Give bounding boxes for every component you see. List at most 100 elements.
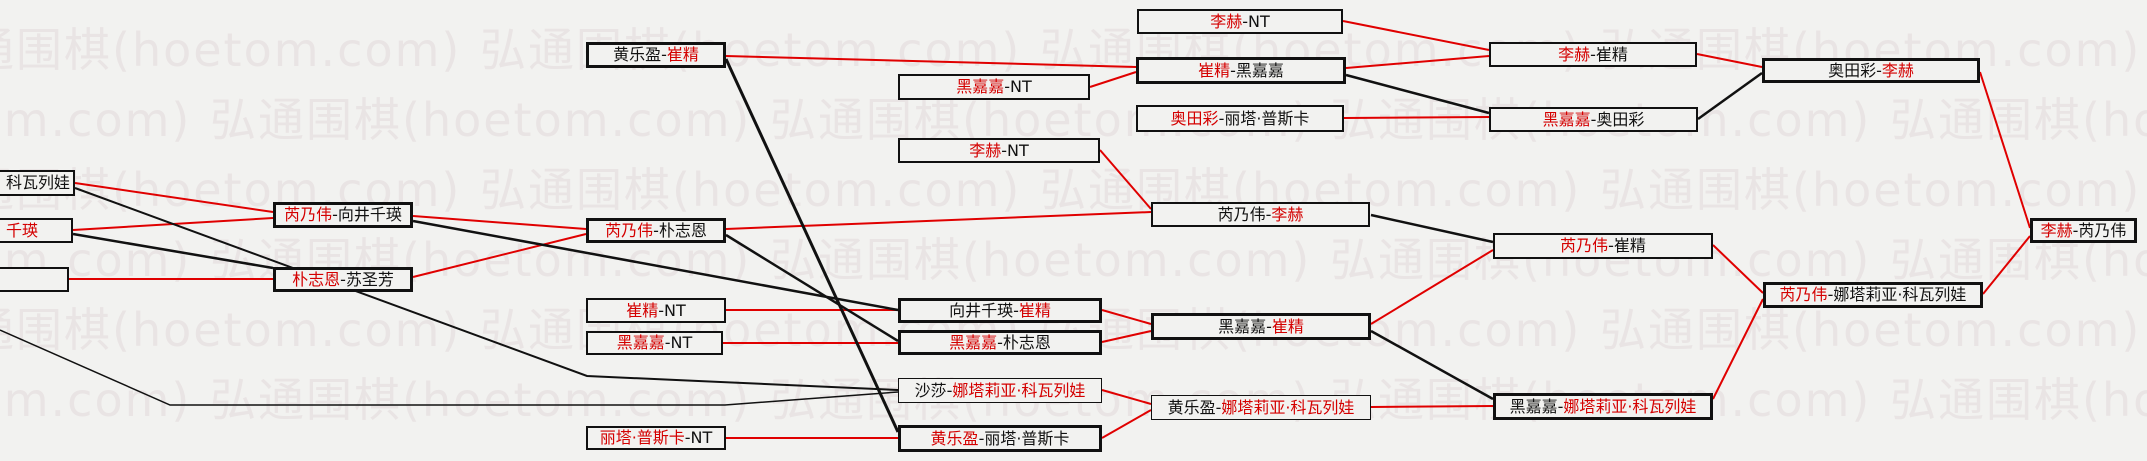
match-box-c2: 芮乃伟-朴志恩 <box>586 218 726 243</box>
winner-path-line <box>1982 235 2031 295</box>
match-box-d1: 向井千瑛-崔精 <box>898 298 1102 323</box>
match-box-d4: 黄乐盈-丽塔·普斯卡 <box>898 425 1102 452</box>
player-name-loser: -丽塔·普斯卡 <box>1218 108 1310 128</box>
player-name-loser: -黑嘉嘉 <box>1230 60 1284 80</box>
match-box-c5: 丽塔·普斯卡-NT <box>586 426 726 450</box>
player-name-winner: 芮乃伟 <box>1560 236 1609 255</box>
match-box-f1: 李赫-崔精 <box>1489 42 1697 67</box>
loser-path-line <box>74 187 899 391</box>
winner-path-line <box>725 55 1137 68</box>
player-name-loser: -NT <box>664 333 693 352</box>
player-name-winner: 朴志恩 <box>292 269 341 289</box>
match-box-g1: 奥田彩-李赫 <box>1762 58 1980 83</box>
player-name-winner: 黑嘉嘉 <box>956 77 1005 96</box>
player-name-winner: 芮乃伟 <box>284 205 333 224</box>
match-box-b2: 朴志恩-苏圣芳 <box>273 267 413 292</box>
winner-path-line <box>74 182 274 213</box>
winner-path-line <box>1099 149 1152 210</box>
player-name-winner: 崔精 <box>626 300 659 320</box>
match-box-e5: 黑嘉嘉-崔精 <box>1151 313 1371 340</box>
winner-path-line <box>1101 389 1152 405</box>
loser-path-line <box>1370 329 1494 401</box>
player-name-winner: 奥田彩 <box>1170 108 1219 128</box>
player-name-loser: -NT <box>1004 77 1032 96</box>
player-name-loser: -朴志恩 <box>653 220 707 240</box>
player-name-loser: -朴志恩 <box>997 332 1051 352</box>
loser-path-line <box>1697 71 1763 121</box>
player-name-winner: 李赫 <box>1558 44 1591 64</box>
winner-path-line <box>1712 244 1764 294</box>
player-name-winner: 黑嘉嘉 <box>949 332 998 352</box>
winner-path-line <box>1089 71 1137 88</box>
player-name-winner: 娜塔莉亚·科瓦列娃 <box>1563 396 1697 416</box>
player-name-winner: 黑嘉嘉 <box>616 333 665 352</box>
match-box-c3: 崔精-NT <box>586 298 726 323</box>
player-name-loser: 奥田彩- <box>1828 60 1882 80</box>
match-box-f4: 黑嘉嘉-娜塔莉亚·科瓦列娃 <box>1493 393 1713 420</box>
player-name-loser: 黑嘉嘉- <box>1218 316 1272 336</box>
player-name-loser: -崔精 <box>1608 236 1646 255</box>
winner-path-line <box>1712 298 1764 400</box>
player-name-loser: -娜塔莉亚·科瓦列娃 <box>1827 285 1967 304</box>
player-name-winner: 崔精 <box>1018 300 1051 320</box>
player-name-loser: -NT <box>684 428 713 447</box>
match-box-c1: 黄乐盈-崔精 <box>586 42 726 68</box>
match-box-f2: 黑嘉嘉-奥田彩 <box>1489 107 1698 132</box>
winner-path-line <box>412 233 587 278</box>
match-box-h1: 李赫-芮乃伟 <box>2030 218 2137 243</box>
player-name-loser: -NT <box>658 300 686 320</box>
player-name-loser: -苏圣芳 <box>340 269 394 289</box>
player-name-winner: 李赫 <box>1271 204 1304 224</box>
winner-path-line <box>1370 405 1494 408</box>
player-name-loser: 黄乐盈- <box>1167 397 1222 417</box>
match-box-c4: 黑嘉嘉-NT <box>586 331 723 355</box>
match-box-d3: 沙莎-娜塔莉亚·科瓦列娃 <box>898 378 1102 403</box>
player-name-winner: 千瑛 <box>6 220 39 240</box>
winner-path-line <box>1696 53 1763 68</box>
match-box-d2: 黑嘉嘉-朴志恩 <box>898 330 1102 355</box>
loser-path-line <box>1370 213 1494 244</box>
player-name-winner: 芮乃伟 <box>1779 285 1828 304</box>
loser-path-line <box>725 233 899 343</box>
player-name-winner: 芮乃伟 <box>605 220 654 240</box>
player-name-winner: 丽塔·普斯卡 <box>599 428 685 447</box>
winner-path-line <box>1101 409 1152 439</box>
loser-path-line <box>724 58 900 433</box>
player-name-winner: 李赫 <box>1210 11 1243 31</box>
player-name-winner: 李赫 <box>1881 60 1914 80</box>
winner-path-line <box>1101 309 1152 325</box>
player-name-loser: 向井千瑛- <box>949 300 1019 320</box>
match-box-a2: 千瑛 <box>0 218 73 243</box>
player-name-winner: 李赫 <box>2040 220 2073 240</box>
player-name-winner: 娜塔莉亚·科瓦列娃 <box>1221 397 1355 417</box>
match-box-d0: 黑嘉嘉-NT <box>898 74 1090 100</box>
loser-path-line <box>72 232 274 270</box>
match-box-e6: 黄乐盈-娜塔莉亚·科瓦列娃 <box>1151 395 1371 420</box>
winner-path-line <box>1101 330 1152 343</box>
player-name-loser: -向井千瑛 <box>332 205 402 224</box>
match-box-f3: 芮乃伟-崔精 <box>1493 233 1713 259</box>
player-name-loser: 黑嘉嘉- <box>1509 396 1564 416</box>
winner-path-line <box>1370 249 1494 325</box>
match-box-a3 <box>0 267 69 292</box>
winner-path-line <box>725 211 1152 230</box>
player-name-winner: 娜塔莉亚·科瓦列娃 <box>952 380 1086 400</box>
match-box-g2: 芮乃伟-娜塔莉亚·科瓦列娃 <box>1763 282 1983 308</box>
player-name-loser: -崔精 <box>1590 44 1628 64</box>
winner-path-line <box>1342 20 1490 51</box>
match-box-b1: 芮乃伟-向井千瑛 <box>273 202 413 228</box>
player-name-loser: 科瓦列娃 <box>6 173 71 192</box>
player-name-loser: -NT <box>1001 140 1029 160</box>
loser-path-line <box>1345 73 1490 115</box>
player-name-winner: 李赫 <box>969 140 1002 160</box>
winner-path-line <box>1979 71 2031 229</box>
player-name-winner: 崔精 <box>1271 316 1304 336</box>
winner-path-line <box>1343 116 1490 119</box>
winner-path-line <box>412 215 587 230</box>
player-name-winner: 黄乐盈 <box>930 428 979 448</box>
player-name-loser: -NT <box>1242 11 1270 31</box>
match-box-a1: 科瓦列娃 <box>0 170 75 196</box>
player-name-loser: 芮乃伟- <box>1217 204 1272 224</box>
player-name-loser: -丽塔·普斯卡 <box>978 428 1070 448</box>
